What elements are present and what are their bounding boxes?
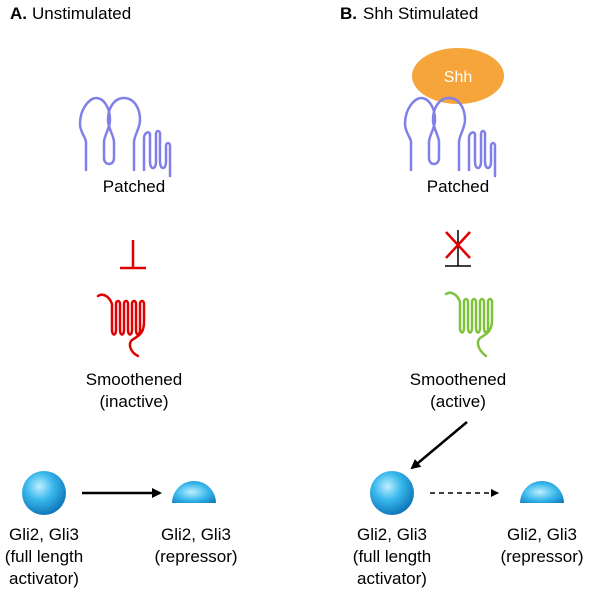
gli-repressor-a bbox=[172, 481, 216, 503]
gli-repressor-b bbox=[520, 481, 564, 503]
gli-full-length-b bbox=[370, 471, 414, 515]
gli-full-length-a bbox=[22, 471, 66, 515]
shh-label: Shh bbox=[444, 69, 472, 86]
gli-left-b-line1: Gli2, Gli3 bbox=[357, 525, 427, 544]
inhibition-symbol bbox=[120, 240, 146, 270]
patched-receptor-b bbox=[403, 96, 497, 178]
gli-left-b-line3: activator) bbox=[357, 569, 427, 588]
panel-a-title: Unstimulated bbox=[32, 4, 131, 23]
patched-receptor-a bbox=[78, 96, 172, 178]
shh-ligand bbox=[412, 48, 504, 104]
panel-a: A. Unstimulated Patched Smoothened (inac… bbox=[5, 4, 238, 588]
gli-right-b-line1: Gli2, Gli3 bbox=[507, 525, 577, 544]
activation-arrow-b bbox=[410, 421, 468, 470]
gli-left-b-line2: (full length bbox=[353, 547, 431, 566]
gli-right-b-line2: (repressor) bbox=[500, 547, 583, 566]
panel-b: B. Shh Stimulated Shh Patched Smoothened… bbox=[340, 4, 584, 588]
gli-left-a-line1: Gli2, Gli3 bbox=[9, 525, 79, 544]
smoothened-inactive bbox=[96, 293, 146, 358]
gli-right-a-line1: Gli2, Gli3 bbox=[161, 525, 231, 544]
patched-label-b: Patched bbox=[427, 177, 489, 196]
panel-b-title: Shh Stimulated bbox=[363, 4, 478, 23]
panel-a-letter: A. bbox=[10, 4, 27, 23]
patched-label-a: Patched bbox=[103, 177, 165, 196]
gli-left-a-line3: activator) bbox=[9, 569, 79, 588]
gli-left-a-line2: (full length bbox=[5, 547, 83, 566]
smoothened-label-b: Smoothened bbox=[410, 370, 506, 389]
smoothened-active bbox=[444, 291, 494, 358]
smoothened-state-b: (active) bbox=[430, 392, 486, 411]
blocked-inhibition-symbol bbox=[445, 230, 471, 267]
gli-right-a-line2: (repressor) bbox=[154, 547, 237, 566]
smoothened-state-a: (inactive) bbox=[100, 392, 169, 411]
panel-b-letter: B. bbox=[340, 4, 357, 23]
smoothened-label-a: Smoothened bbox=[86, 370, 182, 389]
